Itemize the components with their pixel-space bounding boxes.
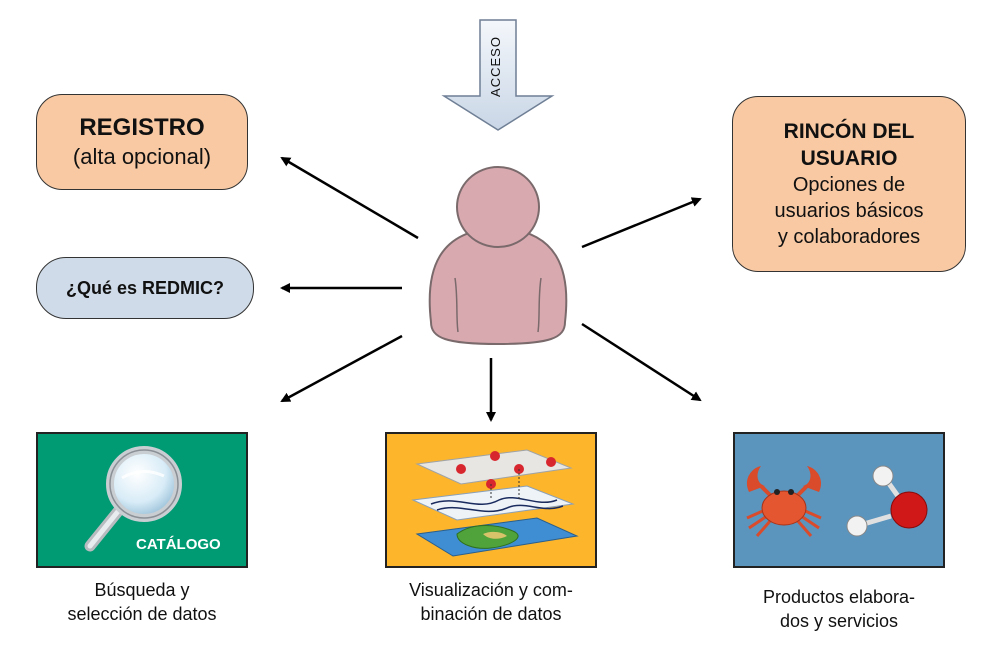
arrow-to-registro [280,156,419,240]
rincon-title-line-2: USUARIO [800,147,898,170]
visualizacion-tile[interactable] [385,432,597,568]
user-silhouette-icon [428,166,568,346]
que-es-redmic-label: ¿Qué es REDMIC? [65,277,225,298]
catalogo-caption: Búsqueda y selección de datos [26,578,258,626]
catalogo-tile[interactable]: CATÁLOGO [36,432,248,568]
acceso-arrow [441,19,555,131]
crab-icon [746,466,822,537]
registro-title: REGISTRO [79,114,205,141]
que-es-redmic-button[interactable]: ¿Qué es REDMIC? [36,257,254,319]
productos-caption-line-1: Productos elabora- [762,587,916,607]
magnifying-glass-icon [84,446,182,552]
rincon-usuario-box[interactable]: RINCÓN DEL USUARIO Opciones de usuarios … [732,96,966,272]
visualizacion-caption: Visualización y com- binación de datos [375,578,607,626]
catalogo-caption-line-1: Búsqueda y [94,580,190,600]
arrow-to-productos [581,322,702,402]
productos-caption: Productos elabora- dos y servicios [718,585,960,633]
arrow-to-rincon [581,197,702,249]
catalogo-label: CATÁLOGO [136,536,221,553]
visualizacion-caption-line-2: binación de datos [420,604,562,624]
molecule-icon [846,465,928,537]
rincon-title-line-1: RINCÓN DEL [783,120,915,143]
rincon-body-line-3: y colaboradores [777,226,921,248]
map-layers-icon [411,449,579,557]
registro-box[interactable]: REGISTRO (alta opcional) [36,94,248,190]
productos-tile[interactable] [733,432,945,568]
visualizacion-caption-line-1: Visualización y com- [409,580,573,600]
rincon-body-line-1: Opciones de [792,174,906,196]
arrow-to-catalogo [280,334,403,403]
productos-illustration [746,465,928,537]
rincon-body-line-2: usuarios básicos [774,200,924,222]
acceso-label: ACCESO [487,35,503,97]
registro-subtitle: (alta opcional) [72,144,212,169]
productos-caption-line-2: dos y servicios [779,611,899,631]
catalogo-caption-line-2: selección de datos [67,604,217,624]
